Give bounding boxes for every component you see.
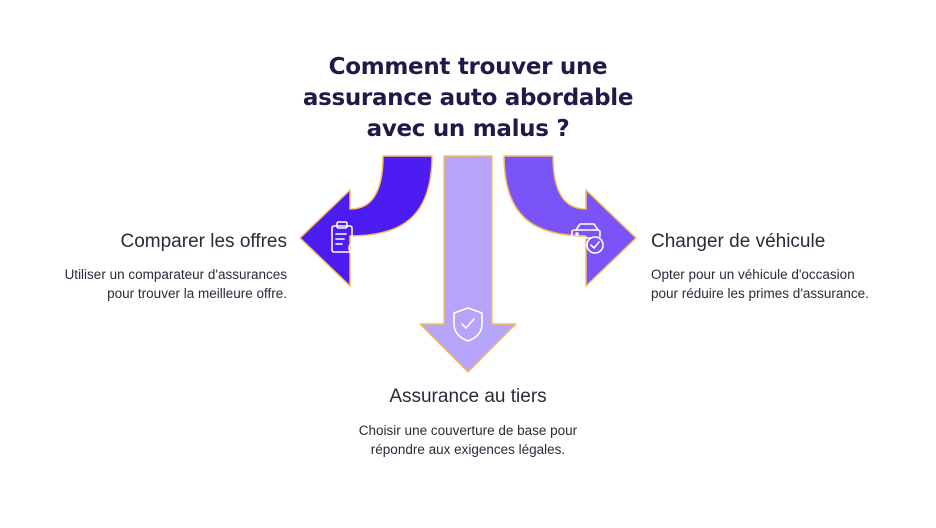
car-check-icon [571,223,604,254]
right-option-heading: Changer de véhicule [651,231,826,252]
center-option-heading: Assurance au tiers [389,386,547,407]
title-line-3: avec un malus ? [366,116,570,142]
center-option-description: Choisir une couverture de base pour répo… [318,421,618,459]
right-desc-line-1: Opter pour un véhicule d'occasion [651,267,855,282]
page-title: Comment trouver une assurance auto abord… [268,52,668,145]
title-line-1: Comment trouver une [328,54,608,80]
left-desc-line-1: Utiliser un comparateur d'assurances [64,267,287,282]
right-option-description: Opter pour un véhicule d'occasion pour r… [651,265,869,303]
right-arrow [503,155,637,287]
left-arrow [299,155,433,287]
title-line-2: assurance auto abordable [302,85,634,111]
center-arrow [419,155,517,373]
right-desc-line-2: pour réduire les primes d'assurance. [651,286,869,301]
clipboard-search-icon [331,221,363,257]
shield-check-icon [453,307,483,342]
left-option-description: Utiliser un comparateur d'assurances pou… [65,265,287,303]
left-option-heading: Comparer les offres [120,231,288,252]
left-desc-line-2: pour trouver la meilleure offre. [107,286,287,301]
center-desc-line-1: Choisir une couverture de base pour [358,423,578,438]
center-desc-line-2: répondre aux exigences légales. [370,442,566,457]
